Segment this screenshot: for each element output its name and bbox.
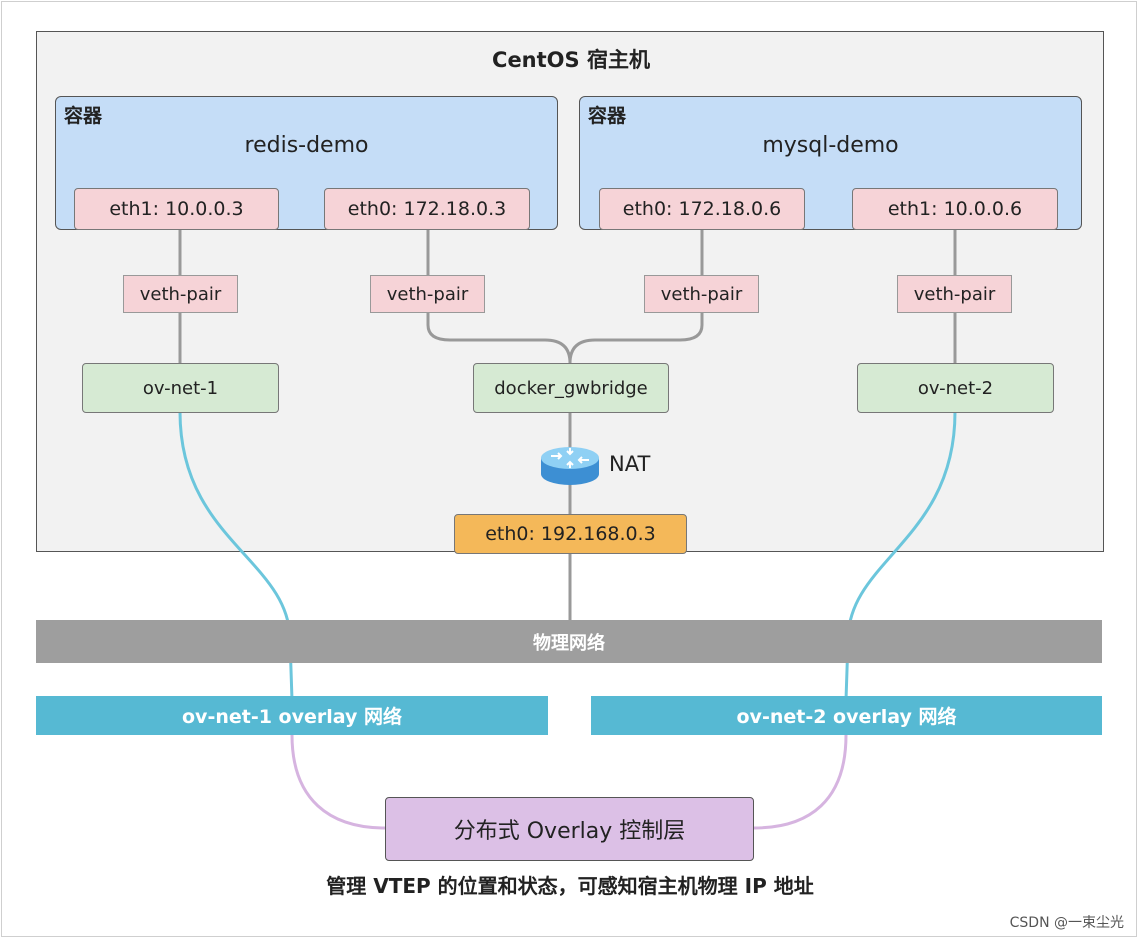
link-veth-gwbridge-left xyxy=(426,313,572,364)
container-tag: 容器 xyxy=(588,105,627,127)
host-title: CentOS 宿主机 xyxy=(492,48,650,72)
control-plane-caption: 管理 VTEP 的位置和状态，可感知宿主机物理 IP 地址 xyxy=(326,874,814,898)
mysql-eth0: eth0: 172.18.0.6 xyxy=(599,188,805,230)
container-name: redis-demo xyxy=(244,133,369,158)
watermark: CSDN @一束尘光 xyxy=(1009,915,1124,931)
overlay-band-1: ov-net-1 overlay 网络 xyxy=(36,696,548,735)
link-veth-gwbridge-right xyxy=(568,313,704,364)
veth-pair-1: veth-pair xyxy=(123,275,238,313)
router-icon xyxy=(541,447,599,485)
ov-net-1-bridge: ov-net-1 xyxy=(82,363,279,413)
mysql-eth1: eth1: 10.0.0.6 xyxy=(852,188,1058,230)
physical-network-band: 物理网络 xyxy=(36,620,1102,663)
veth-pair-4: veth-pair xyxy=(897,275,1012,313)
veth-pair-3: veth-pair xyxy=(644,275,759,313)
container-name: mysql-demo xyxy=(762,133,899,158)
veth-pair-2: veth-pair xyxy=(370,275,485,313)
overlay-band-2: ov-net-2 overlay 网络 xyxy=(591,696,1102,735)
overlay-control-plane: 分布式 Overlay 控制层 xyxy=(385,797,754,861)
redis-eth0: eth0: 172.18.0.3 xyxy=(324,188,530,230)
ov-net-2-bridge: ov-net-2 xyxy=(857,363,1054,413)
host-eth0: eth0: 192.168.0.3 xyxy=(454,514,687,554)
control-path-1 xyxy=(290,734,386,830)
nat-label: NAT xyxy=(609,452,651,476)
container-tag: 容器 xyxy=(64,105,103,127)
redis-eth1: eth1: 10.0.0.3 xyxy=(74,188,279,230)
control-path-2 xyxy=(753,734,848,830)
docker-gwbridge: docker_gwbridge xyxy=(473,363,669,413)
